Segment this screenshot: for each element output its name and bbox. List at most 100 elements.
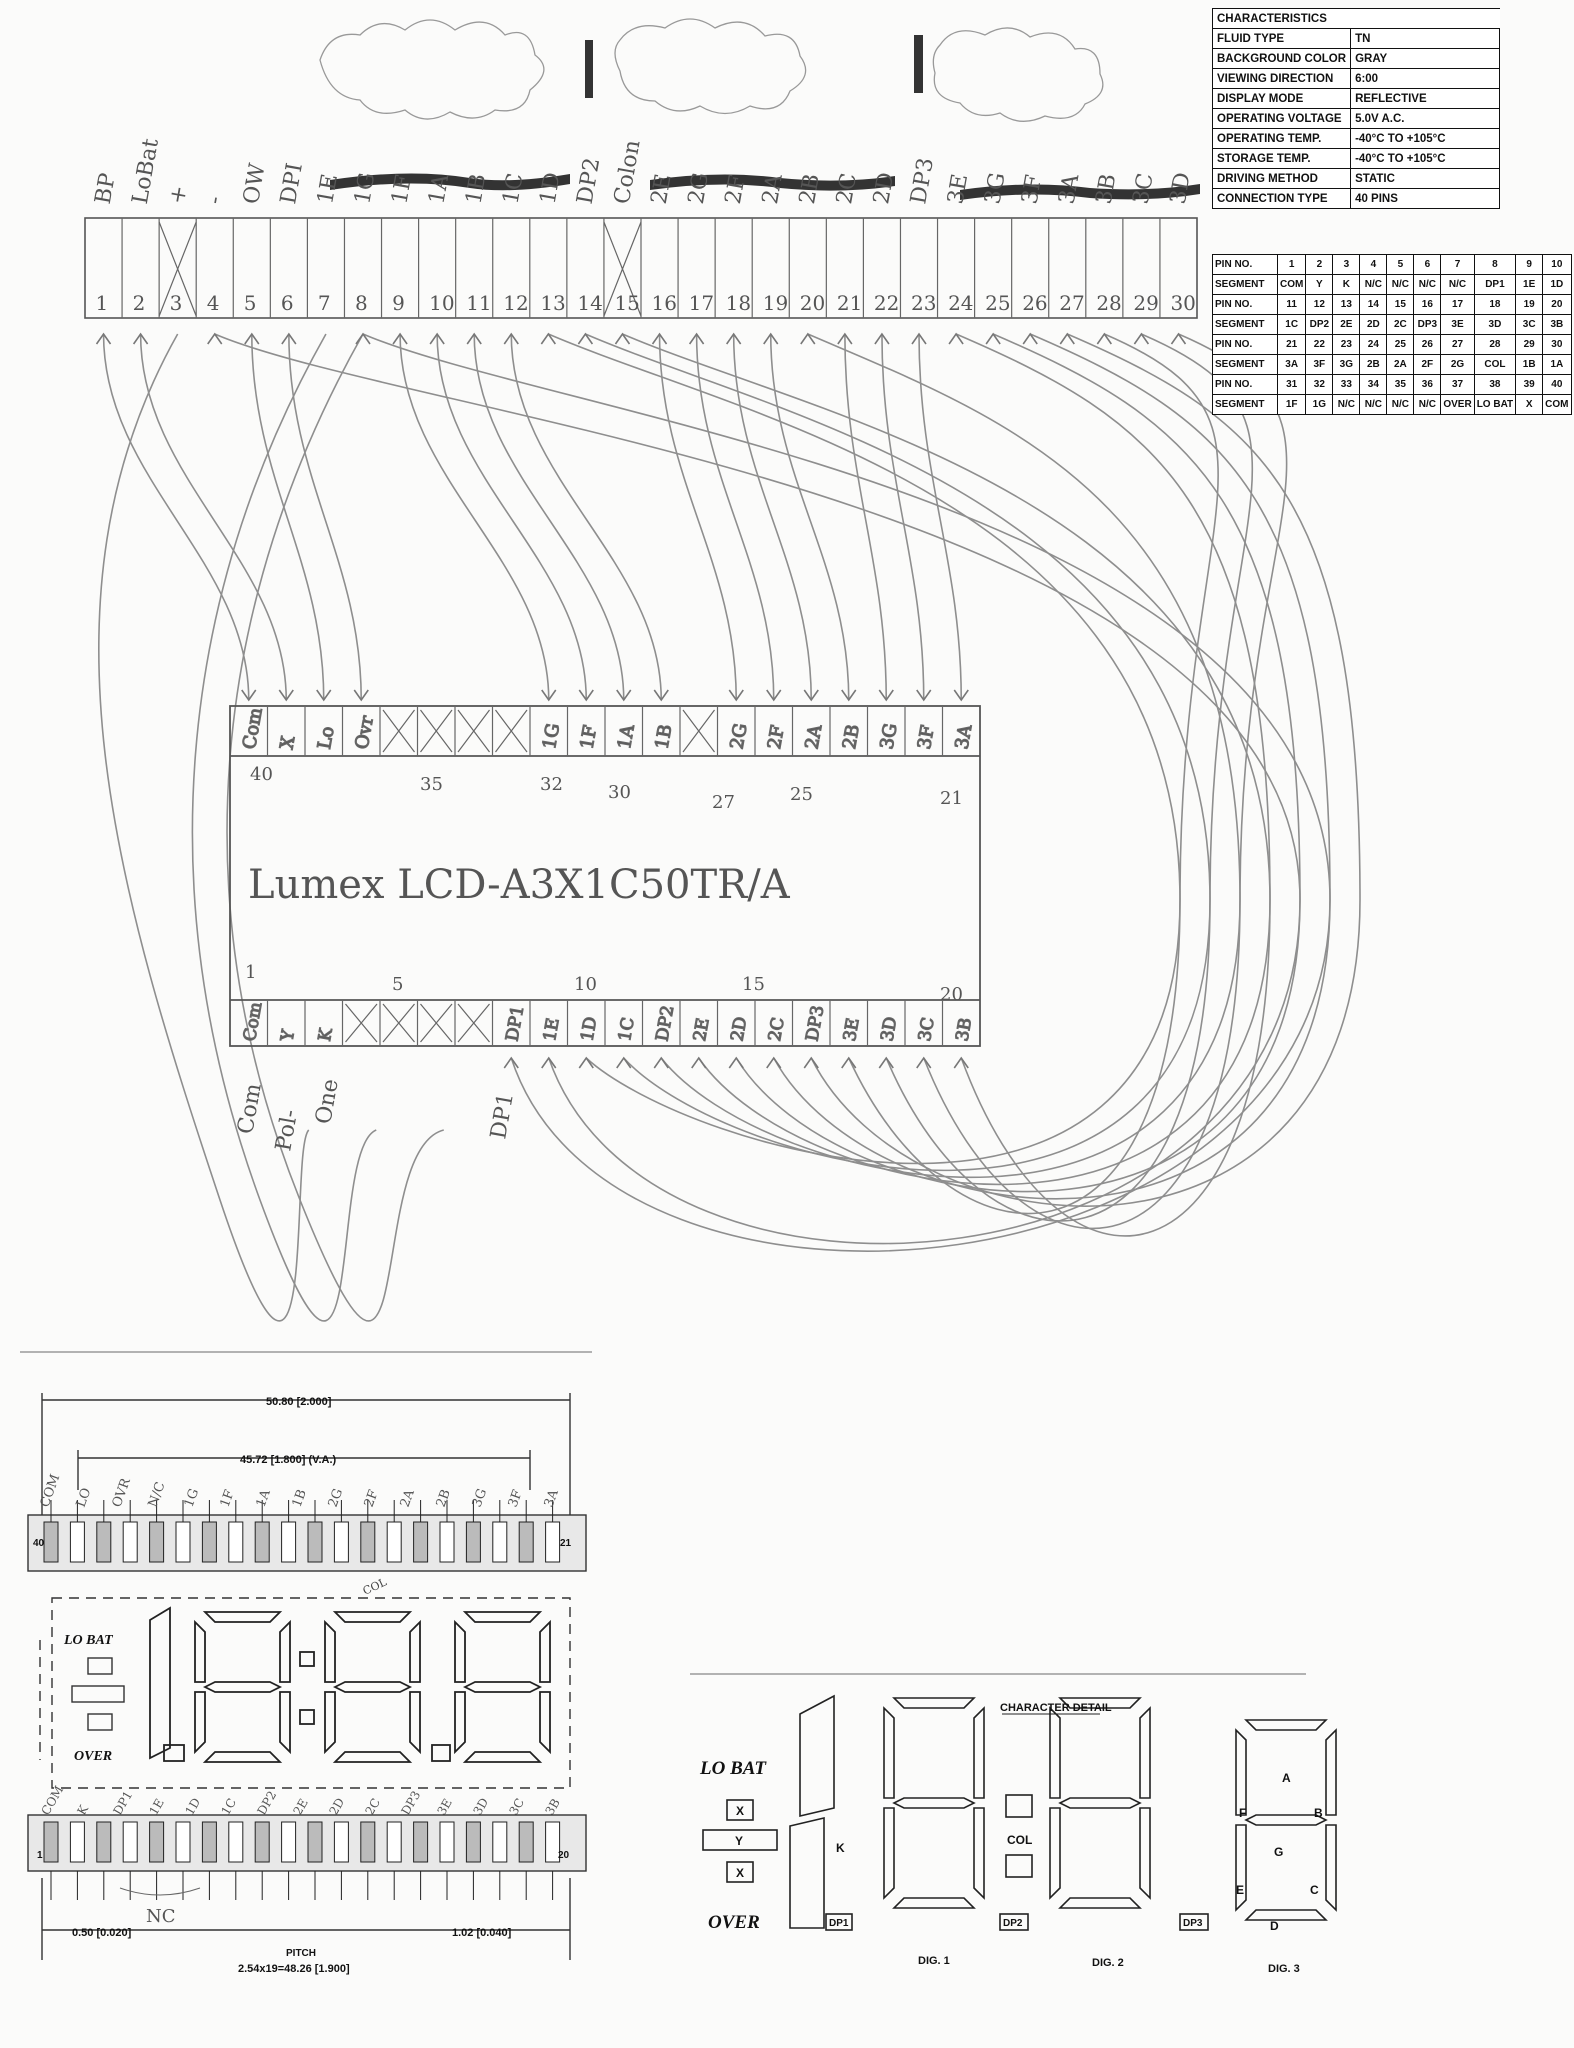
- mech-digit2-segment: [194, 1619, 206, 1683]
- mech-over: OVER: [74, 1749, 112, 1764]
- characteristic-key: DISPLAY MODE: [1211, 88, 1352, 109]
- header-pin-number: 9: [392, 291, 405, 315]
- mech-hand-top-label: 1A: [254, 1487, 274, 1509]
- header-top-label: 1G: [350, 171, 380, 206]
- pin-number-cell: 24: [1359, 334, 1388, 355]
- pin-number-cell: 40: [1542, 374, 1572, 395]
- arrowhead: [766, 1056, 782, 1069]
- top-pin: [201, 1521, 217, 1563]
- top-pin: [122, 1521, 138, 1563]
- header-top-label: 2D: [869, 171, 899, 207]
- wire: [658, 333, 738, 701]
- header-pin-number: 28: [1096, 291, 1121, 315]
- pin-number-cell: 3: [1332, 254, 1361, 275]
- header-top-label: 3C: [1129, 171, 1159, 206]
- segment-cell: COL: [1473, 354, 1517, 375]
- arrowhead: [1059, 332, 1075, 345]
- pin-number-cell: 25: [1386, 334, 1415, 355]
- arrowhead: [803, 1056, 819, 1069]
- arrowhead: [841, 1056, 857, 1069]
- arrowhead: [355, 332, 371, 345]
- header-top-label: 3A: [1055, 171, 1085, 206]
- mech-digit3-segment: [332, 1751, 413, 1763]
- mech-pin20: 20: [558, 1850, 570, 1861]
- char-dig1: DIG. 1: [918, 1955, 950, 1967]
- mech-digit3-segment: [409, 1619, 421, 1683]
- wire: [473, 333, 625, 701]
- mech-digit3-segment: [332, 1681, 413, 1693]
- arrowhead: [878, 689, 894, 702]
- arrowhead: [241, 689, 257, 702]
- char-dig1-segment: [892, 1697, 976, 1709]
- header-top-label: OW: [239, 161, 271, 206]
- mech-digit3-segment: [324, 1619, 336, 1683]
- header-top-label: 1A: [424, 171, 454, 206]
- chip-top-pin-label: Ovr: [351, 714, 378, 751]
- pin-number-cell: 26: [1413, 334, 1442, 355]
- pin-number-cell: 17: [1440, 294, 1475, 315]
- segment-cell: X: [1515, 394, 1544, 415]
- header-top-label: LoBat: [128, 137, 164, 206]
- chip-num-30: 30: [608, 782, 631, 803]
- chip-bottom-pin-label: 1E: [540, 1017, 564, 1043]
- pin-number-cell: 7: [1440, 254, 1475, 275]
- chip-top-pin-label: 2F: [764, 724, 789, 751]
- wire: [773, 333, 1331, 1200]
- bottom-pin: [518, 1821, 534, 1863]
- header-top-label: 2A: [758, 171, 788, 206]
- top-pin: [254, 1521, 270, 1563]
- char-lo-bat: LO BAT: [699, 1758, 767, 1779]
- char-dig3-segment: [1235, 1728, 1247, 1816]
- header-top-label: 1D: [536, 171, 566, 207]
- characteristic-value: -40°C TO +105°C: [1350, 148, 1501, 169]
- arrowhead: [1170, 332, 1187, 345]
- seg-e: E: [1236, 1883, 1244, 1897]
- bottom-pin: [360, 1821, 376, 1863]
- segment-cell: 3G: [1332, 354, 1361, 375]
- mech-digit4-segment: [539, 1619, 551, 1683]
- characteristic-key: OPERATING VOLTAGE: [1211, 108, 1352, 129]
- mech-digit4-segment: [539, 1691, 551, 1755]
- pin-number-cell: 13: [1332, 294, 1361, 315]
- mech-digit1-segment: [149, 1606, 171, 1760]
- mech-hand-top-label: 2G: [326, 1487, 346, 1510]
- char-k: K: [836, 1841, 845, 1855]
- chip-top-pin-label: 2A: [801, 722, 826, 751]
- arrowhead: [800, 332, 816, 345]
- top-pin: [307, 1521, 323, 1563]
- mech-hand-bottom-label: 1D: [182, 1796, 203, 1818]
- segment-cell: 2F: [1413, 354, 1442, 375]
- chip-top-pin-label: Com: [239, 706, 267, 751]
- segment-cell: N/C: [1359, 394, 1388, 415]
- char-dig2-segment: [1139, 1706, 1151, 1799]
- mech-digit2-segment: [202, 1751, 283, 1763]
- nc-bracket: [119, 1887, 201, 1896]
- chip-top-pin-label: X: [276, 734, 299, 750]
- row-header: SEGMENT: [1212, 274, 1278, 295]
- header-top-label: 3D: [1166, 171, 1196, 207]
- characteristic-value: STATIC: [1350, 168, 1501, 189]
- arrowhead: [726, 332, 742, 345]
- pin-number-cell: 9: [1515, 254, 1544, 275]
- seg-f: F: [1239, 1806, 1246, 1820]
- seg-c: C: [1310, 1883, 1319, 1897]
- characteristic-value: 6:00: [1350, 68, 1501, 89]
- scribble-clouds: [319, 18, 1104, 122]
- char-dig2-segment: [1049, 1706, 1061, 1799]
- pin-number-cell: 8: [1473, 254, 1517, 275]
- segment-cell: N/C: [1413, 394, 1442, 415]
- pin-number-cell: 10: [1542, 254, 1572, 275]
- pin-number-cell: 11: [1276, 294, 1307, 315]
- pin-number-cell: 23: [1332, 334, 1361, 355]
- bottom-pin: [386, 1821, 402, 1863]
- char-dp2: DP2: [1003, 1918, 1023, 1929]
- arrowhead: [541, 1056, 557, 1069]
- char-dig1-segment: [892, 1797, 976, 1809]
- wire: [918, 333, 963, 701]
- top-pin: [518, 1521, 534, 1563]
- bottom-pin: [413, 1821, 429, 1863]
